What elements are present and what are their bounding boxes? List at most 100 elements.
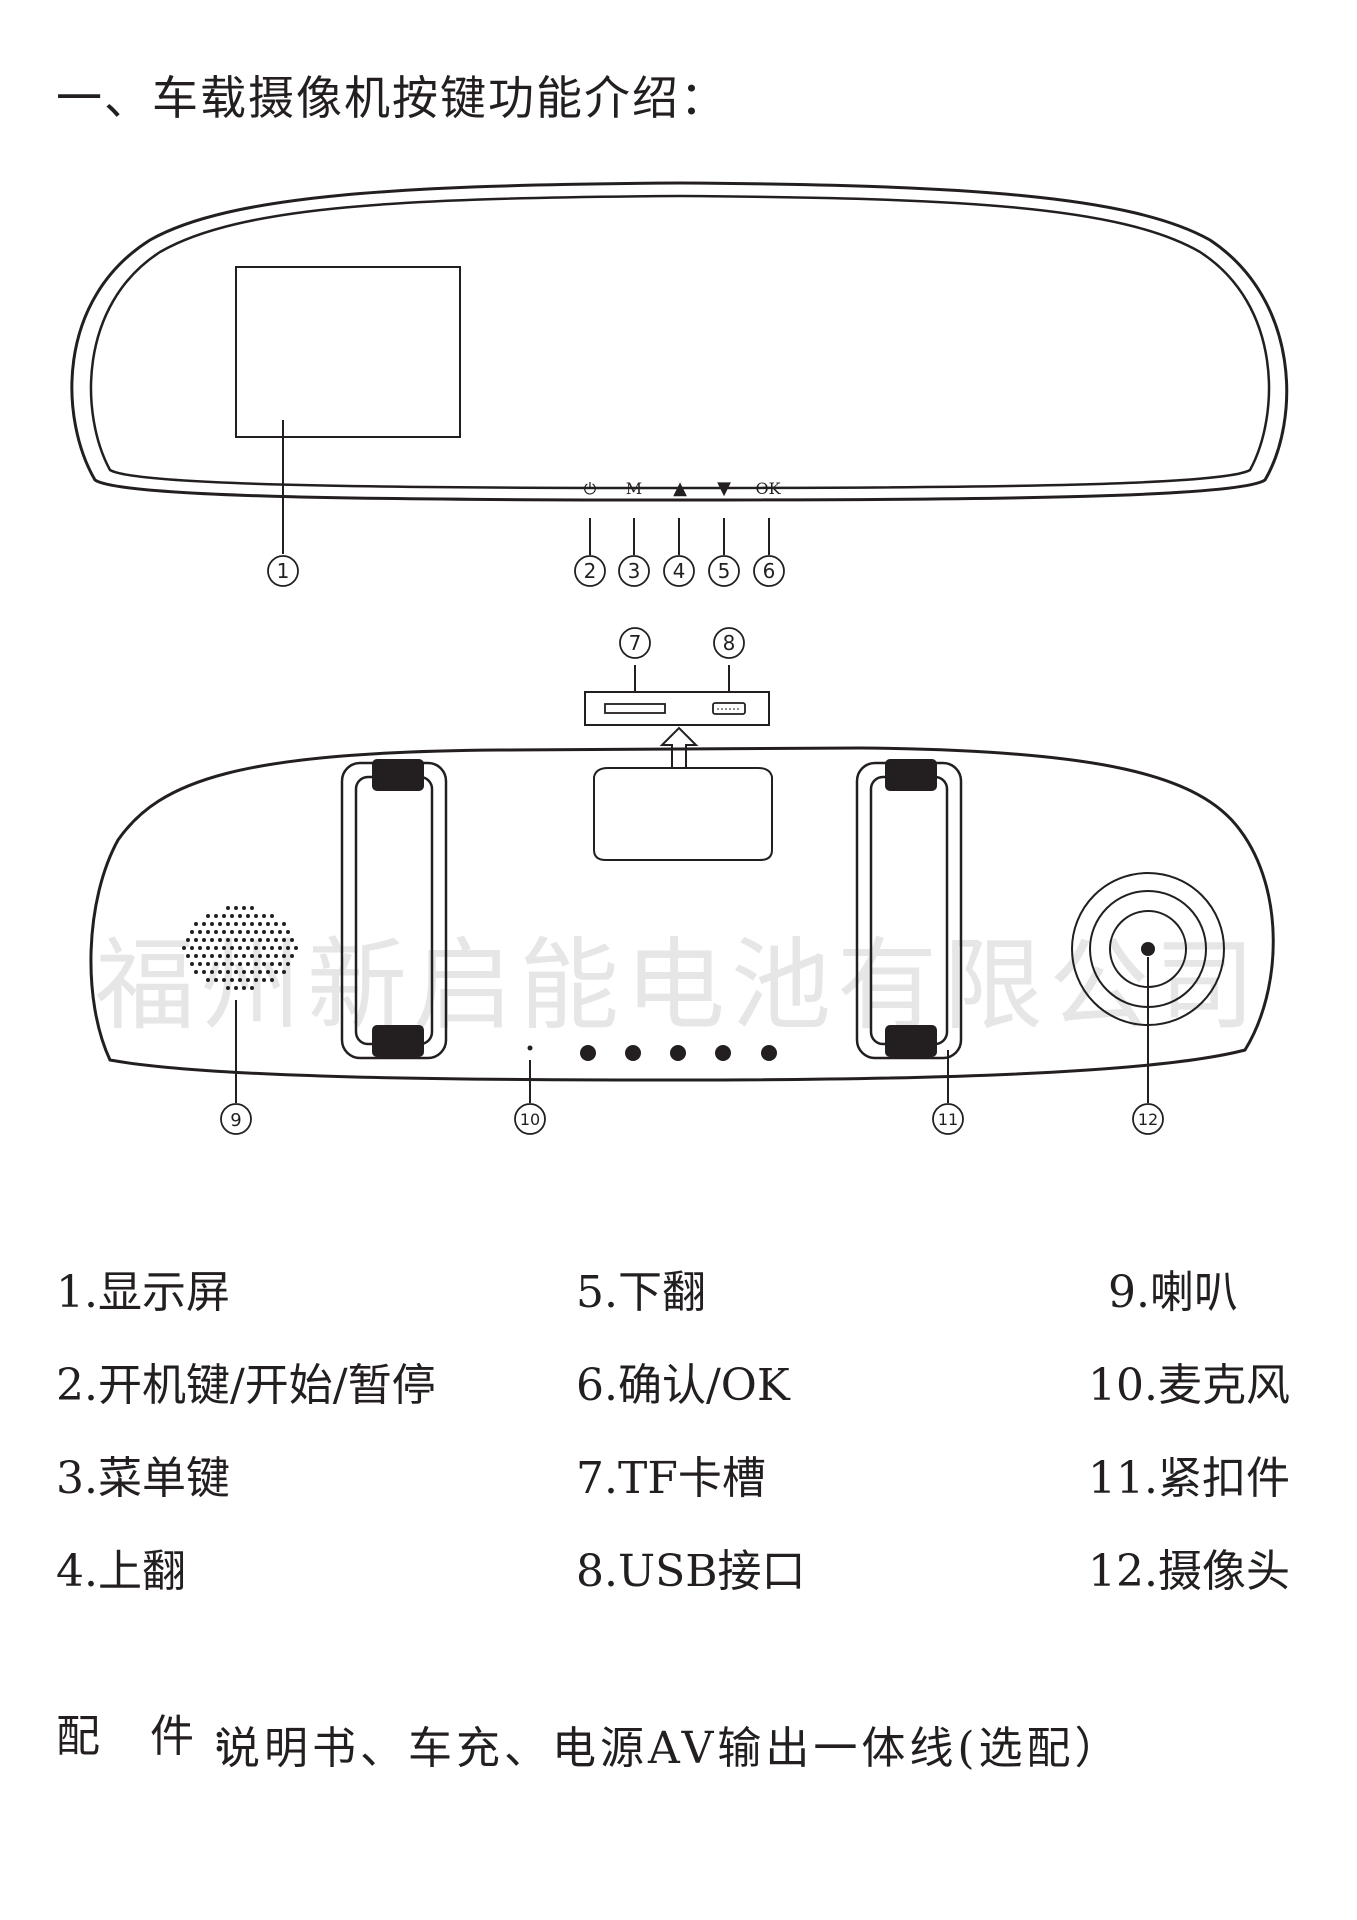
speaker-hole [266,970,270,974]
callout-7: 7 [629,631,642,655]
callout-2: 2 [584,559,597,583]
speaker-hole [254,978,258,982]
speaker-hole [210,922,214,926]
speaker-hole [246,930,250,934]
speaker-hole [242,906,246,910]
speaker-hole [266,954,270,958]
speaker-hole [190,946,194,950]
speaker-hole [202,938,206,942]
speaker-hole [246,978,250,982]
speaker-hole [222,978,226,982]
page-title: 一、车载摄像机按键功能介绍： [56,71,728,125]
speaker-hole [186,938,190,942]
speaker-hole [274,954,278,958]
speaker-hole [270,914,274,918]
speaker-hole [262,978,266,982]
speaker-hole [270,962,274,966]
speaker-hole [234,986,238,990]
legend-item-10: 10.麦克风 [1088,1360,1290,1411]
speaker-hole [286,930,290,934]
speaker-hole [278,946,282,950]
speaker-hole [242,970,246,974]
speaker-hole [226,922,230,926]
speaker-hole [262,946,266,950]
speaker-hole [258,954,262,958]
speaker-hole [242,922,246,926]
legend-item-2: 2.开机键/开始/暂停 [56,1360,436,1411]
speaker-hole [294,946,298,950]
speaker-hole [246,914,250,918]
watermark: 福州新启能电池有限公司 [95,927,1261,1044]
speaker-hole [282,922,286,926]
speaker-hole [218,938,222,942]
front-mirror-body [70,181,1289,502]
callout-9: 9 [230,1110,241,1131]
speaker-hole [238,946,242,950]
speaker-hole [230,978,234,982]
speaker-hole [262,930,266,934]
speaker-hole [242,986,246,990]
speaker-hole [262,962,266,966]
card-slot-module [584,627,770,726]
ok-button-label: OK [755,479,781,498]
speaker-hole [222,914,226,918]
speaker-hole [242,938,246,942]
speaker-hole [230,962,234,966]
speaker-hole [206,978,210,982]
speaker-hole [226,986,230,990]
speaker-hole [202,954,206,958]
speaker-hole [234,954,238,958]
legend-item-6: 6.确认/OK [576,1360,790,1411]
speaker-hole [230,930,234,934]
speaker-hole [214,946,218,950]
speaker-hole [250,922,254,926]
speaker-hole [274,970,278,974]
callout-8: 8 [723,631,736,655]
speaker-hole [198,962,202,966]
speaker-hole [278,962,282,966]
speaker-hole [194,922,198,926]
speaker-hole [282,938,286,942]
speaker-hole [186,954,190,958]
callout-5: 5 [718,559,731,583]
legend-item-11: 11.紧扣件 [1088,1453,1290,1504]
accessories-text: 说明书、车充、电源AV输出一体线(选配） [216,1723,1123,1774]
speaker-hole [254,962,258,966]
speaker-hole [250,906,254,910]
speaker-hole [250,970,254,974]
speaker-hole [194,954,198,958]
speaker-hole [254,946,258,950]
speaker-hole [238,930,242,934]
speaker-hole [218,970,222,974]
speaker-hole [274,938,278,942]
speaker-hole [234,922,238,926]
speaker-hole [206,930,210,934]
speaker-hole [290,954,294,958]
callout-11: 11 [938,1110,958,1129]
accessories-label: 配 件: [56,1711,245,1762]
speaker-hole [226,954,230,958]
speaker-hole [286,962,290,966]
speaker-hole [210,938,214,942]
dashcam-diagram: ⏻ M ▲ ▼ OK 1 2 3 4 5 6 福州新启能电池有限公司 [70,181,1289,1135]
speaker-hole [226,938,230,942]
speaker-hole [234,938,238,942]
speaker-hole [234,906,238,910]
down-arrow-icon: ▼ [717,478,731,499]
back-mirror-body [89,746,1275,1082]
speaker-hole [238,978,242,982]
speaker-hole [194,970,198,974]
speaker-hole [270,978,274,982]
speaker-hole [246,962,250,966]
speaker-hole [258,922,262,926]
speaker-hole [226,970,230,974]
speaker-hole [266,938,270,942]
callout-3: 3 [628,559,641,583]
speaker-hole [198,946,202,950]
legend-item-12: 12.摄像头 [1088,1546,1290,1597]
usb-port [712,702,746,715]
speaker-hole [190,962,194,966]
speaker-hole [206,962,210,966]
speaker-hole [182,946,186,950]
speaker-hole [222,962,226,966]
